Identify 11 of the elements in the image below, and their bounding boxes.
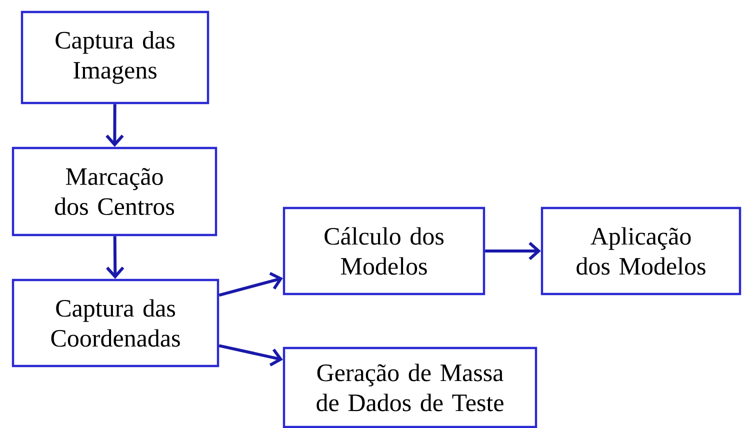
process-box: Aplicação dos Modelos — [540, 206, 742, 296]
process-box: Marcação dos Centros — [12, 146, 218, 236]
process-box: Geração de Massa de Dados de Teste — [282, 346, 538, 428]
arrow — [106, 104, 124, 147]
arrow — [106, 236, 124, 279]
process-box: Cálculo dos Modelos — [282, 206, 486, 296]
arrow — [485, 242, 541, 260]
arrow — [218, 272, 283, 297]
process-box: Captura das Coordenadas — [12, 278, 220, 368]
arrow — [218, 344, 283, 366]
process-box: Captura das Imagens — [20, 10, 210, 104]
